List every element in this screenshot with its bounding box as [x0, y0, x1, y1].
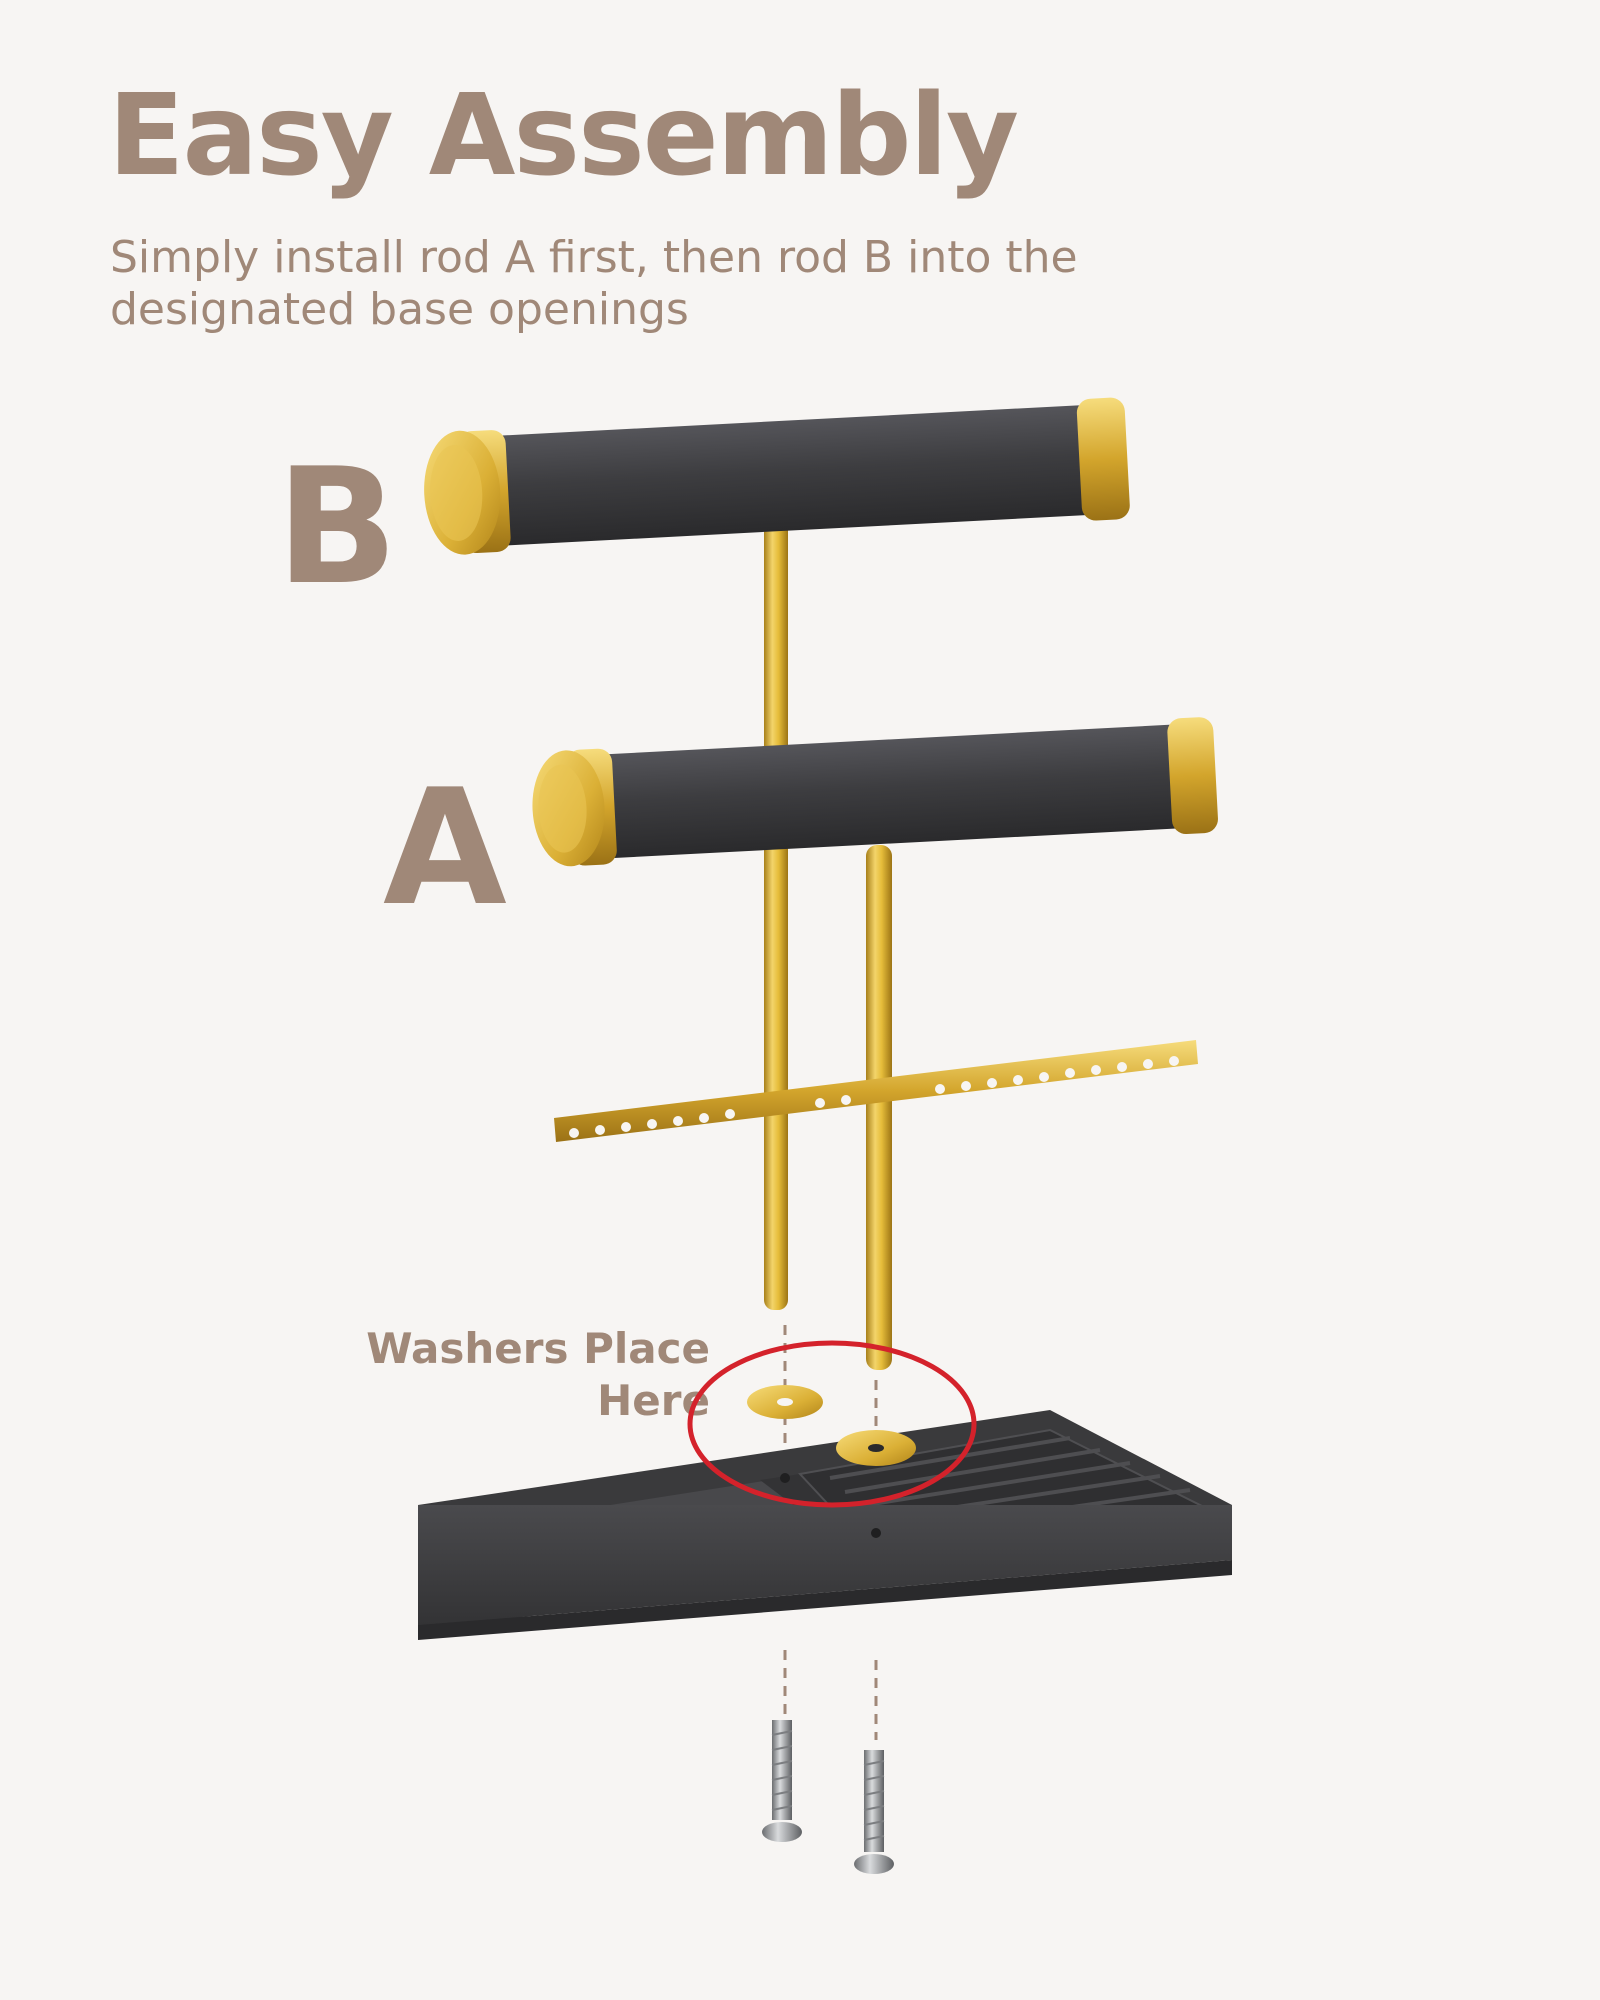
- tray-icon: [418, 1410, 1232, 1640]
- rod-b-icon: [424, 397, 1130, 1310]
- rod-a-icon: [532, 717, 1218, 1370]
- screw-icon: [762, 1720, 894, 1874]
- highlight-circle-icon: [687, 1340, 977, 1508]
- subtitle-line-1: Simply install rod A first, then rod B i…: [110, 232, 1078, 283]
- earring-bar-icon: [554, 1040, 1198, 1142]
- page-subtitle: Simply install rod A first, then rod B i…: [110, 232, 1210, 336]
- rod-a-label: A: [383, 754, 507, 941]
- subtitle-line-2: designated base openings: [110, 284, 689, 335]
- page-title: Easy Assembly: [108, 71, 1019, 201]
- rod-b-label: B: [276, 433, 398, 620]
- washer-icon: [747, 1385, 916, 1466]
- washer-callout-line-1: Washers Place: [366, 1324, 710, 1373]
- washer-callout: Washers Place Here: [300, 1323, 710, 1427]
